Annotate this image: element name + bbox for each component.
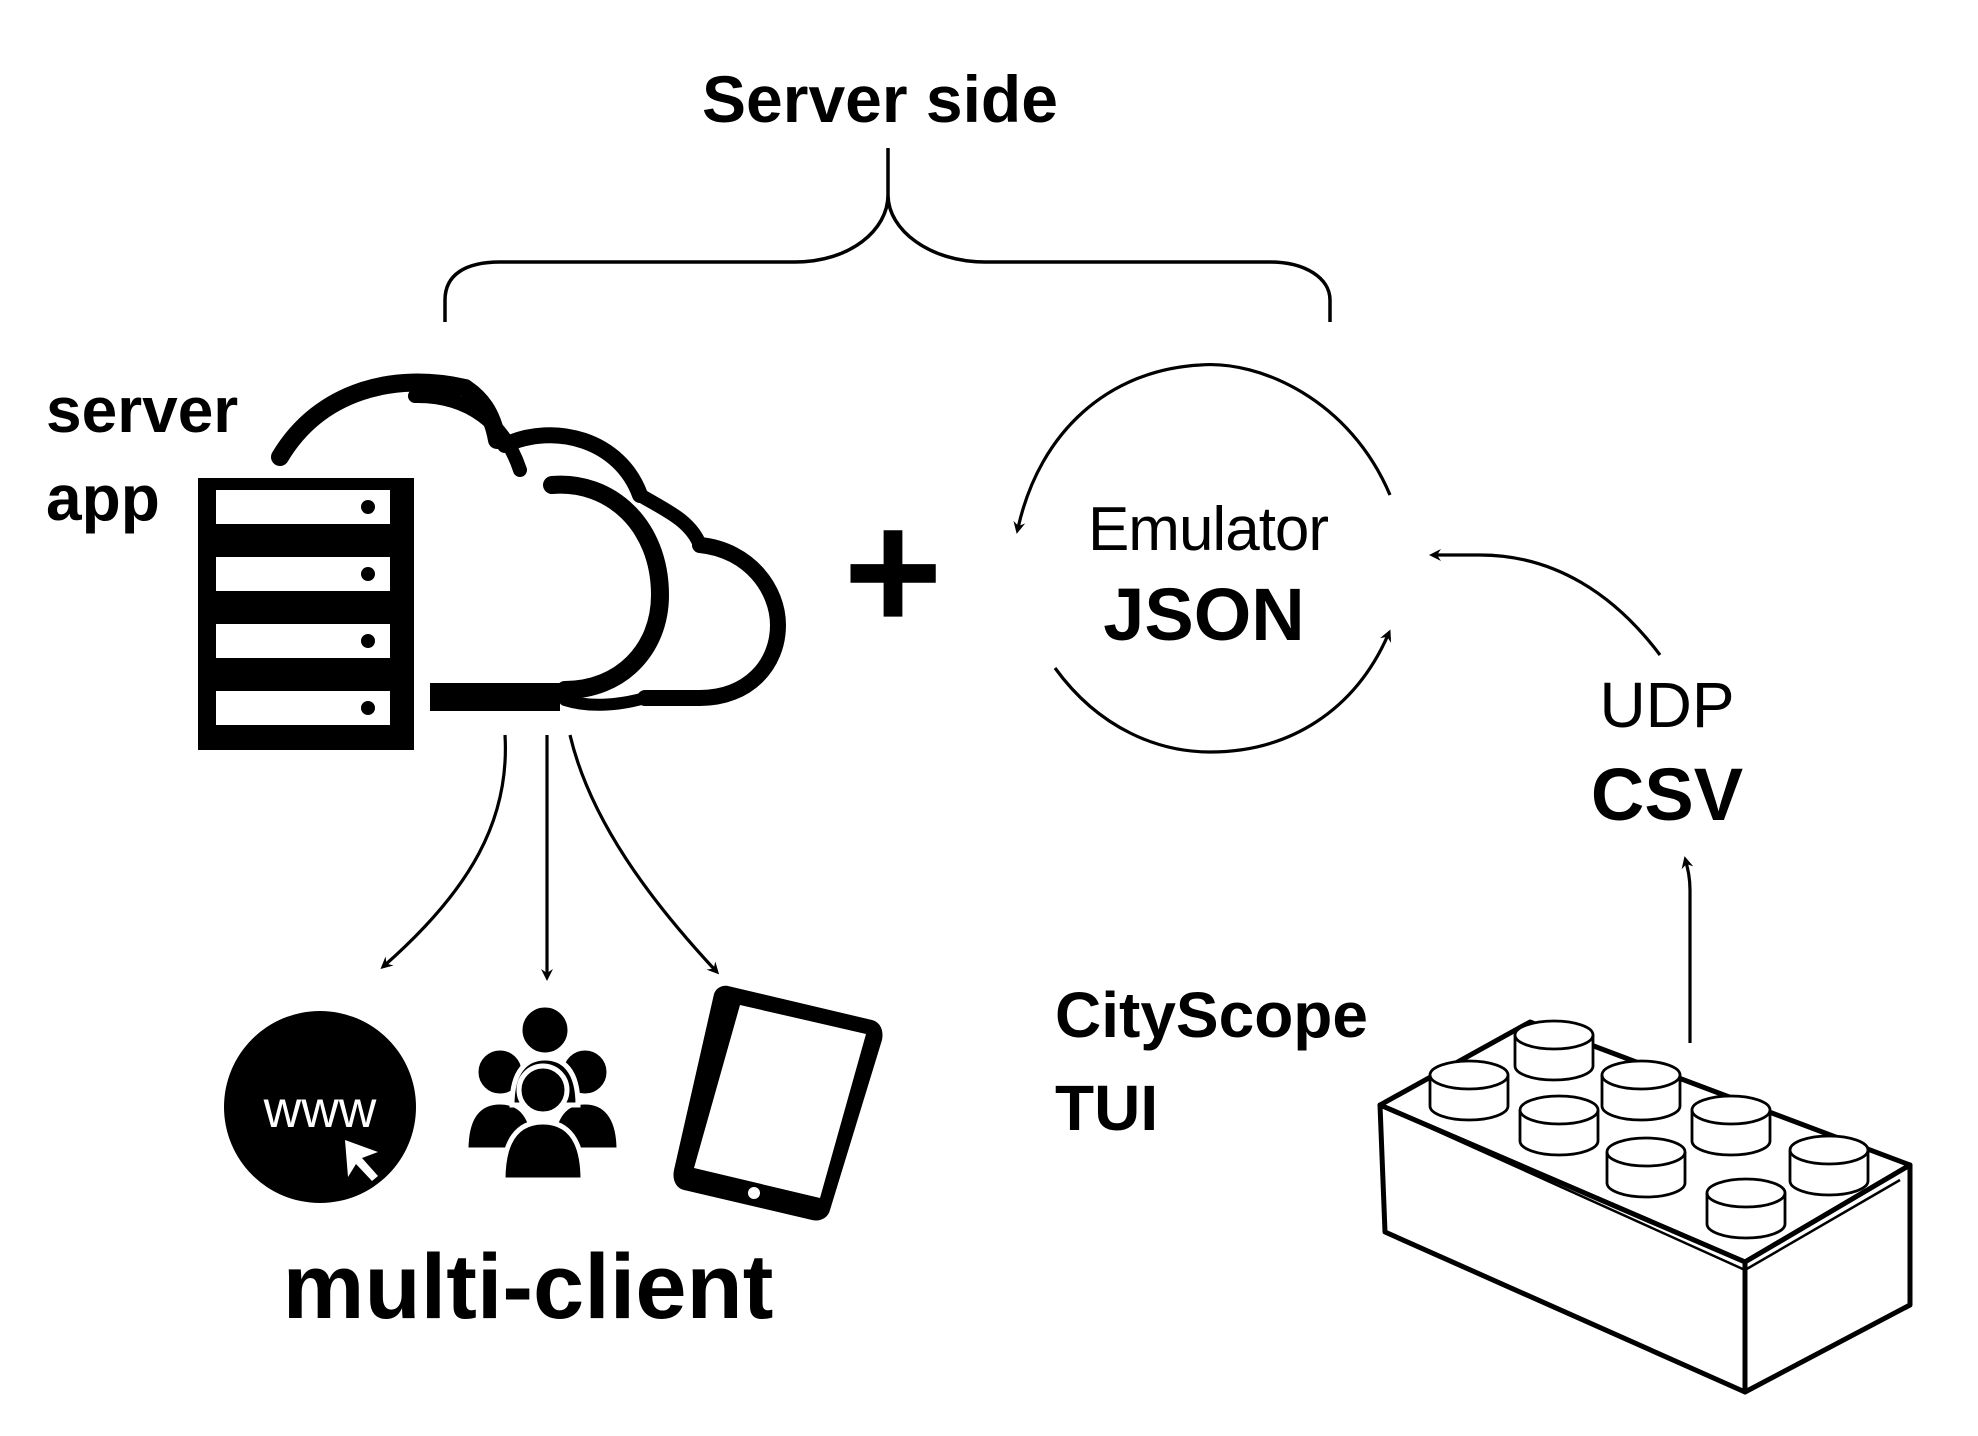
server-app-label-line1: server [46,374,238,446]
www-label: www [263,1081,377,1139]
server-app-label-line2: app [46,462,160,534]
arrow-to-tablet [568,734,720,975]
cityscope-label-line2: TUI [1055,1072,1158,1144]
lego-brick-icon [1377,1019,1913,1395]
server-side-label: Server side [702,62,1058,136]
server-side-brace [443,148,1332,322]
cityscope-label-line1: CityScope [1055,979,1368,1051]
cloud-icon [271,373,787,711]
json-label: JSON [1103,573,1305,656]
plus-sign: + [843,477,942,667]
web-globe-icon: www [224,1011,416,1203]
tui-arrow-to-csv [1681,856,1694,1043]
tablet-icon [673,985,883,1221]
emulator-label: Emulator [1088,495,1328,564]
emulator-loop-arrow-top [1013,362,1392,534]
arrow-to-web [380,734,508,969]
users-group-icon [463,1002,622,1183]
multi-client-label: multi-client [283,1236,774,1338]
udp-label: UDP [1599,669,1734,741]
udp-arrow-to-emulator [1429,549,1662,656]
emulator-loop-arrow-bottom [1053,629,1392,754]
server-rack-icon [198,478,414,750]
csv-label: CSV [1591,753,1743,836]
